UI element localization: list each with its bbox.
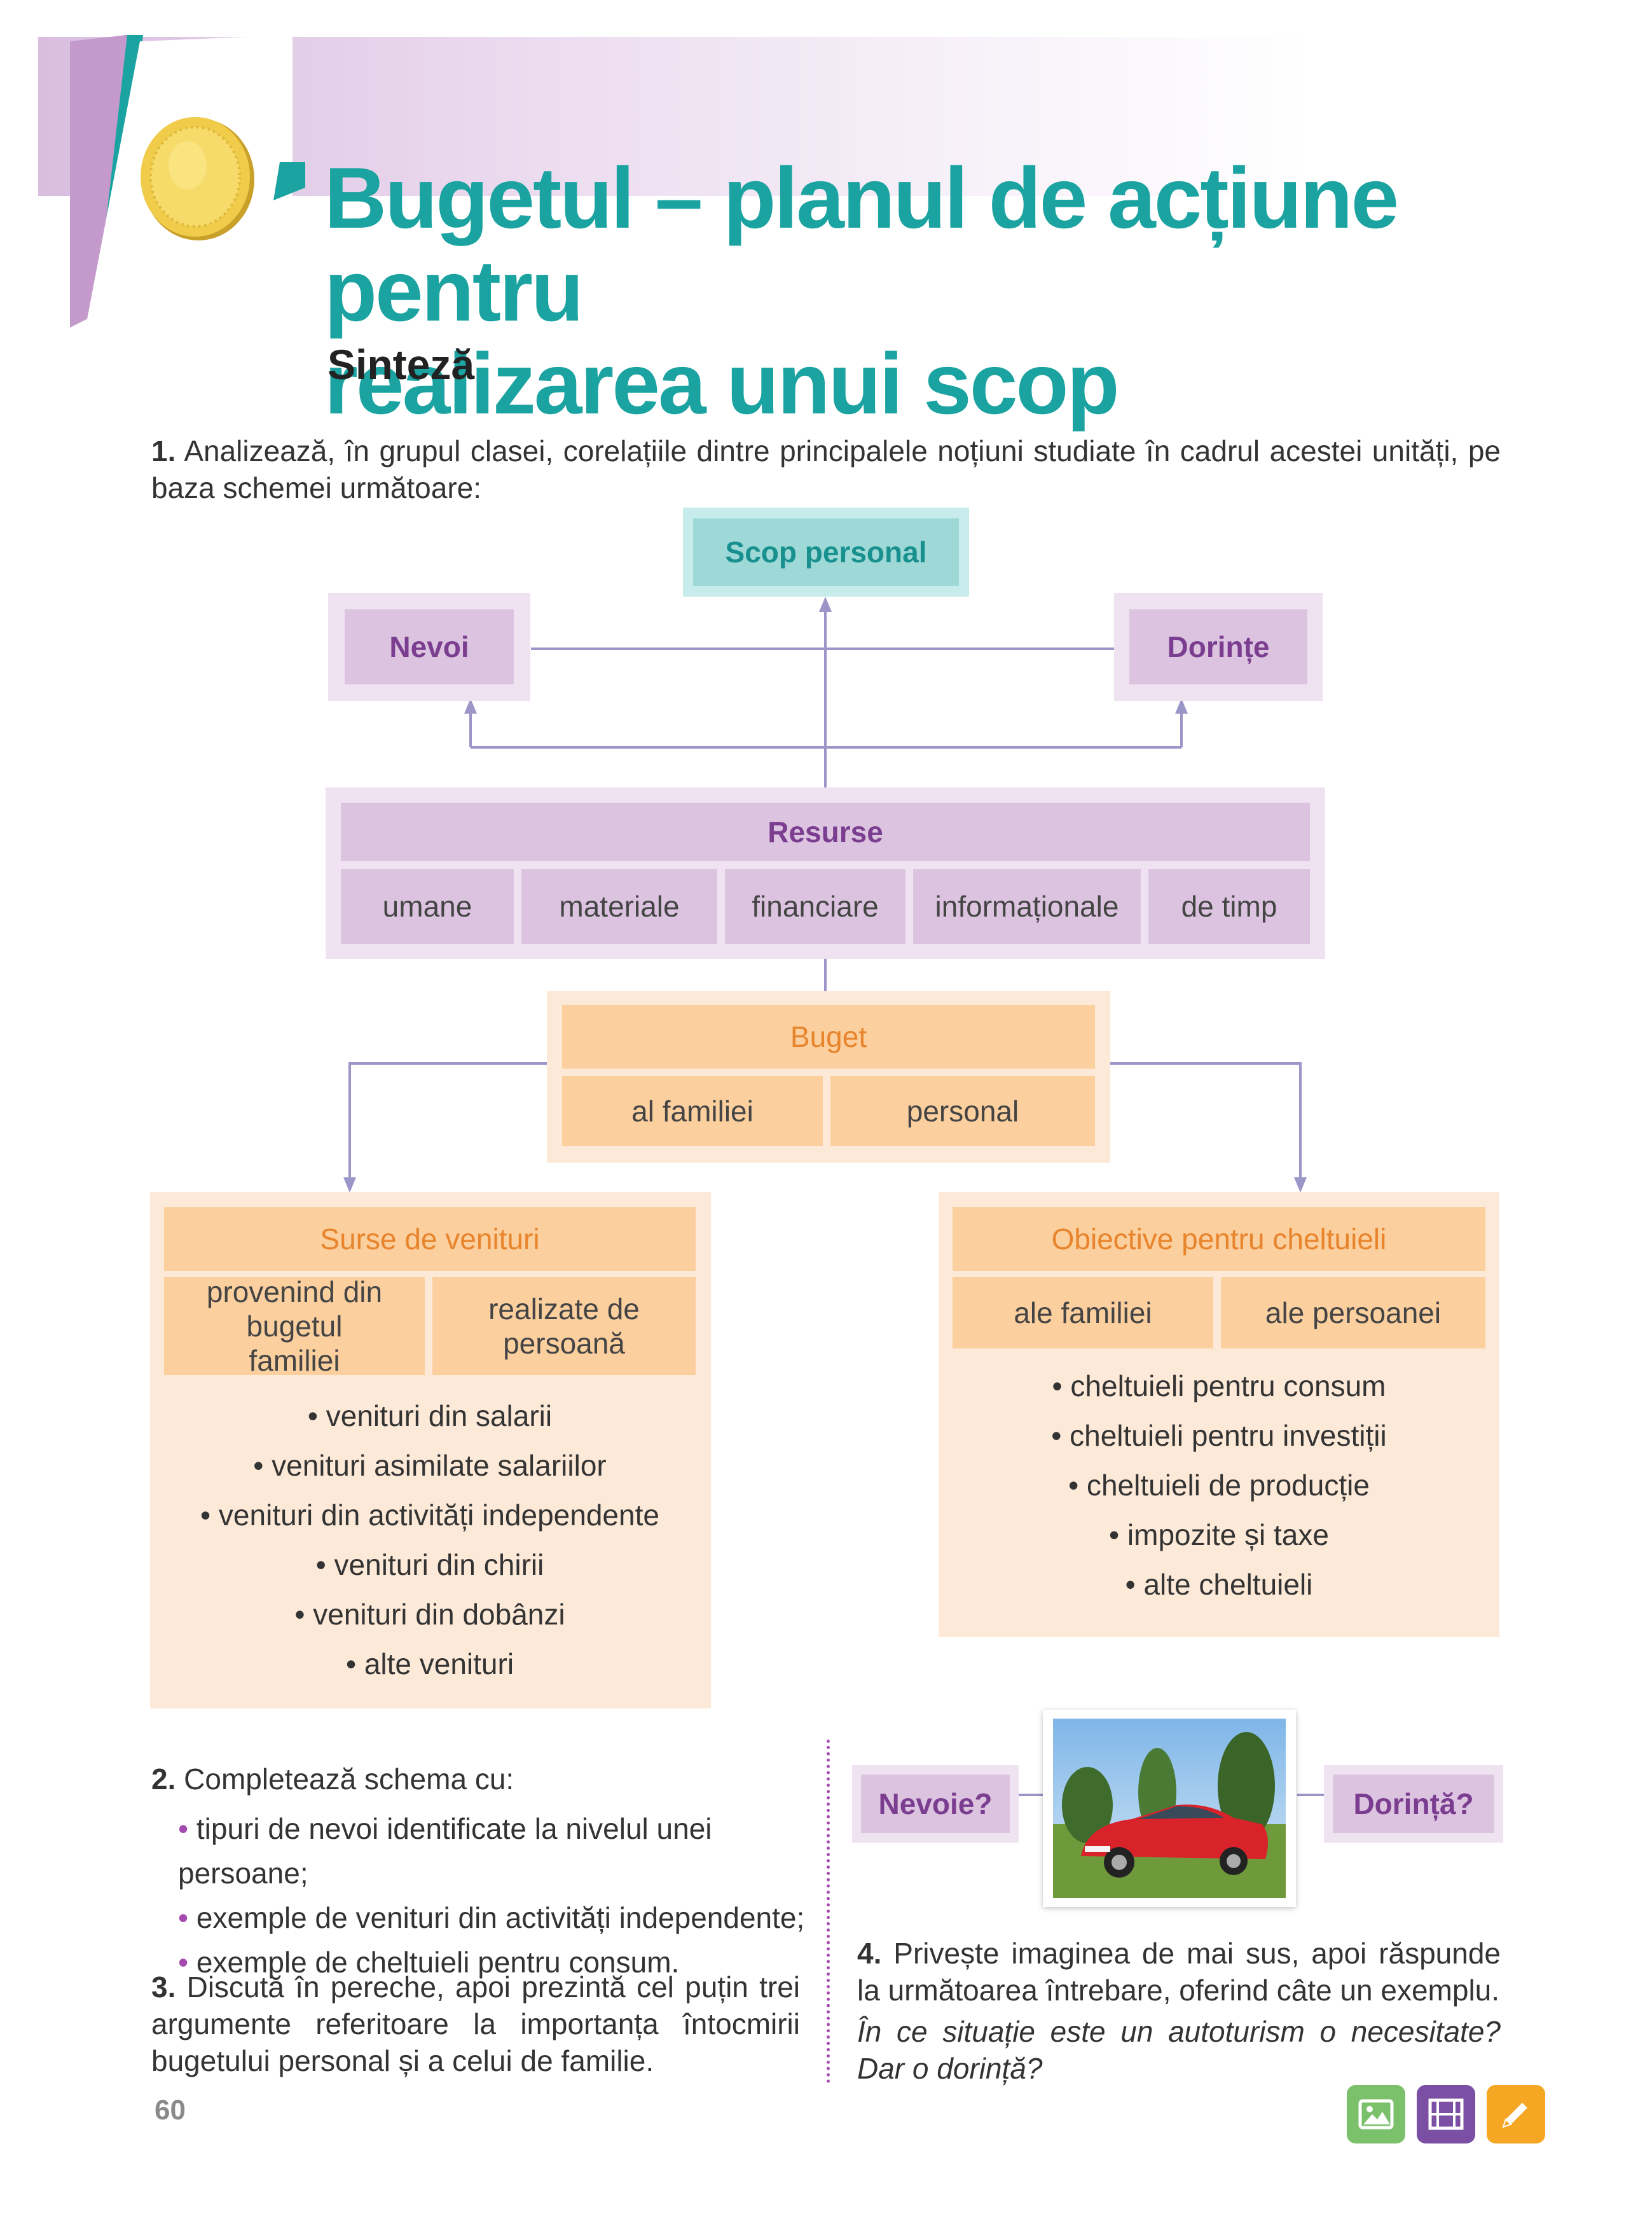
scop-label: Scop personal <box>693 518 959 586</box>
pencil-icon[interactable] <box>1487 2085 1545 2143</box>
list-item: • tipuri de nevoi identificate la nivelu… <box>178 1812 712 1890</box>
list-item: • cheltuieli pentru consum <box>1052 1369 1386 1402</box>
obiective-col-familiei: ale familiei <box>953 1277 1213 1348</box>
exercise-2: 2. Completează schema cu: <box>151 1761 800 1797</box>
exercise-1-number: 1. <box>151 434 176 467</box>
surse-col-familiei: provenind din bugetul familiei <box>164 1275 425 1377</box>
exercise-4-text: Privește imaginea de mai sus, apoi răspu… <box>857 1937 1501 2007</box>
exercise-4-number: 4. <box>857 1937 882 1970</box>
resurse-item-materiale: materiale <box>521 869 717 944</box>
video-icon[interactable] <box>1417 2085 1475 2143</box>
image-icon[interactable] <box>1347 2085 1405 2143</box>
list-item: • cheltuieli de producție <box>1068 1469 1370 1502</box>
surse-col-persoana: realizate de persoană <box>432 1277 696 1375</box>
page-title: Bugetul – planul de acțiune pentru reali… <box>324 151 1652 430</box>
list-item: • venituri din salarii <box>307 1399 553 1432</box>
nevoi-label: Nevoi <box>345 609 514 684</box>
resurse-item-financiare: financiare <box>725 869 905 944</box>
nevoie-label: Nevoie? <box>861 1775 1010 1833</box>
buget-title: Buget <box>562 1005 1095 1069</box>
dorinta-label: Dorință? <box>1333 1775 1494 1833</box>
surse-title: Surse de venituri <box>164 1207 696 1271</box>
list-item: • exemple de cheltuieli pentru consum. <box>178 1946 680 1979</box>
page-number: 60 <box>155 2095 186 2126</box>
resurse-item-informationale: informaționale <box>913 869 1141 944</box>
buget-item-familiei: al familiei <box>562 1076 823 1146</box>
list-item: • venituri din dobânzi <box>294 1598 565 1631</box>
exercise-2-number: 2. <box>151 1762 176 1796</box>
list-item: • venituri din chirii <box>315 1548 544 1581</box>
dorinte-label: Dorințe <box>1129 609 1307 684</box>
obiective-list: • cheltuieli pentru consum • cheltuieli … <box>953 1361 1485 1609</box>
buget-item-personal: personal <box>830 1076 1095 1146</box>
title-line-1: Bugetul – planul de acțiune pentru <box>324 149 1399 339</box>
list-item: • venituri din activități independente <box>200 1499 659 1532</box>
list-item: • exemple de venituri din activități ind… <box>178 1901 805 1934</box>
column-divider <box>827 1740 830 2083</box>
exercise-3: 3. Discută în pereche, apoi prezintă cel… <box>151 1969 800 2079</box>
resurse-title: Resurse <box>341 803 1310 861</box>
exercise-2-text: Completează schema cu: <box>176 1762 514 1796</box>
exercise-3-text: Discută în pereche, apoi prezintă cel pu… <box>151 1970 800 2077</box>
resurse-item-de-timp: de timp <box>1148 869 1310 944</box>
list-item: • impozite și taxe <box>1109 1518 1329 1551</box>
exercise-4: 4. Privește imaginea de mai sus, apoi ră… <box>857 1935 1501 2009</box>
surse-list: • venituri din salarii • venituri asimil… <box>164 1391 696 1689</box>
list-item: • alte cheltuieli <box>1125 1568 1313 1601</box>
car-photo <box>1043 1710 1296 1907</box>
exercise-3-number: 3. <box>151 1970 176 2004</box>
page-subtitle: Sinteză <box>327 341 475 388</box>
list-item: • alte venituri <box>345 1647 514 1680</box>
exercise-2-list: • tipuri de nevoi identificate la nivelu… <box>178 1806 814 1984</box>
obiective-title: Obiective pentru cheltuieli <box>953 1207 1485 1271</box>
coin-icon <box>141 117 254 240</box>
exercise-4-question: În ce situație este un autoturism o nece… <box>857 2015 1501 2085</box>
exercise-1-text: Analizează, în grupul clasei, corelațiil… <box>151 434 1501 504</box>
title-line-2: realizarea unui scop <box>324 335 1120 432</box>
list-item: • venituri asimilate salariilor <box>253 1449 607 1482</box>
list-item: • cheltuieli pentru investiții <box>1051 1419 1387 1452</box>
exercise-1: 1. Analizează, în grupul clasei, corelaț… <box>151 433 1501 506</box>
obiective-col-persoanei: ale persoanei <box>1221 1277 1485 1348</box>
resurse-item-umane: umane <box>341 869 514 944</box>
